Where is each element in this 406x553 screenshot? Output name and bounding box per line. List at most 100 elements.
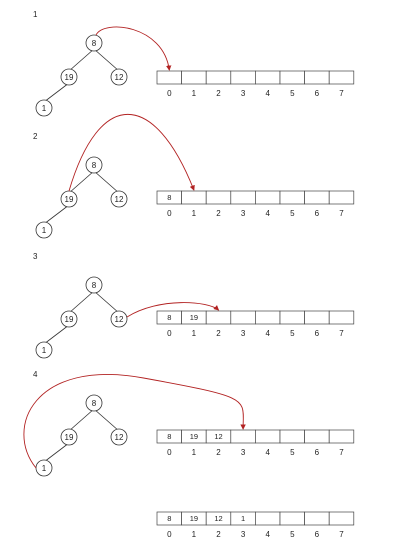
tree-edge [43,82,70,103]
array-index: 4 [265,89,270,98]
tree-node-leftleft: 1 [35,341,53,359]
array-index: 2 [216,89,221,98]
tree-node-left: 19 [60,428,78,446]
array-cell [230,190,256,205]
array-index: 6 [315,448,320,457]
array-cell [328,429,355,444]
array-cell: 8 [156,310,182,325]
array-index: 7 [339,530,344,539]
tree-edge [43,204,70,225]
array-index: 6 [315,89,320,98]
array-cell: 12 [205,429,232,444]
insert-arrow [95,26,172,71]
array-cell [255,70,281,85]
tree-node-root: 8 [85,394,103,412]
array-cell: 8 [156,190,182,205]
tree-node-leftleft: 1 [35,221,53,239]
tree-node-leftleft: 1 [35,99,53,117]
array-index: 6 [315,530,320,539]
array-cell [279,429,305,444]
array-index: 2 [216,448,221,457]
array-index: 5 [290,329,295,338]
array-index: 3 [241,530,246,539]
array-index: 0 [167,329,172,338]
insert-arrow [23,374,246,469]
tree-node-left: 19 [60,190,78,208]
tree-node-value: 12 [115,73,124,82]
insert-arrow [126,302,220,318]
array-cell-value: 8 [167,193,171,202]
array-cell [328,70,355,85]
array-index: 2 [216,530,221,539]
array-cell [255,190,281,205]
tree-edge [93,170,120,194]
tree-node-right: 12 [110,68,128,86]
array-index: 6 [315,329,320,338]
array-cell: 8 [156,429,182,444]
array-index: 6 [315,209,320,218]
array-cell-value: 8 [167,432,171,441]
array-index: 3 [241,329,246,338]
tree-node-value: 19 [65,195,74,204]
step-label: 2 [33,132,38,141]
tree-node-right: 12 [110,428,128,446]
array-cell: 8 [156,511,182,526]
tree-edge [93,290,120,314]
array-index: 0 [167,448,172,457]
array-cell [205,190,232,205]
array-cell [230,70,256,85]
array-cell [205,310,232,325]
tree-node-right: 12 [110,310,128,328]
tree-node-value: 19 [65,73,74,82]
array-cell: 19 [181,429,207,444]
array-cell-value: 1 [241,514,245,523]
tree-node-value: 1 [42,346,47,355]
tree-edge [68,48,95,72]
array-cell-value: 12 [214,514,222,523]
array-index: 1 [192,448,197,457]
array-index: 1 [192,209,197,218]
array-cell [230,310,256,325]
tree-node-value: 1 [42,104,47,113]
array-index: 5 [290,530,295,539]
step-label: 3 [33,252,38,261]
array-cell [181,190,207,205]
array-cell [230,429,256,444]
array-cell: 1 [230,511,256,526]
array-cell [304,511,330,526]
tree-edge [68,290,95,314]
array-cell [279,70,305,85]
step-label: 1 [33,10,38,19]
array-index: 0 [167,530,172,539]
array-cell [279,511,305,526]
tree-edge [93,48,120,72]
array-index: 2 [216,329,221,338]
array-index: 4 [265,329,270,338]
array-index: 1 [192,530,197,539]
tree-edge [93,408,120,432]
tree-node-left: 19 [60,310,78,328]
tree-node-value: 8 [92,161,97,170]
array-index: 7 [339,329,344,338]
array-index: 1 [192,89,197,98]
tree-node-value: 8 [92,281,97,290]
array-cell: 19 [181,511,207,526]
tree-node-value: 8 [92,399,97,408]
array-cell-value: 12 [214,432,222,441]
tree-edge [68,408,95,432]
tree-edge [43,442,70,463]
array-index: 7 [339,89,344,98]
step-label: 4 [33,370,38,379]
array-cell-value: 19 [190,514,198,523]
array-index: 4 [265,448,270,457]
array-cell: 12 [205,511,232,526]
array-cell [328,511,355,526]
array-index: 3 [241,448,246,457]
tree-node-root: 8 [85,276,103,294]
array-cell [328,190,355,205]
array-cell-value: 19 [190,432,198,441]
tree-node-value: 1 [42,464,47,473]
